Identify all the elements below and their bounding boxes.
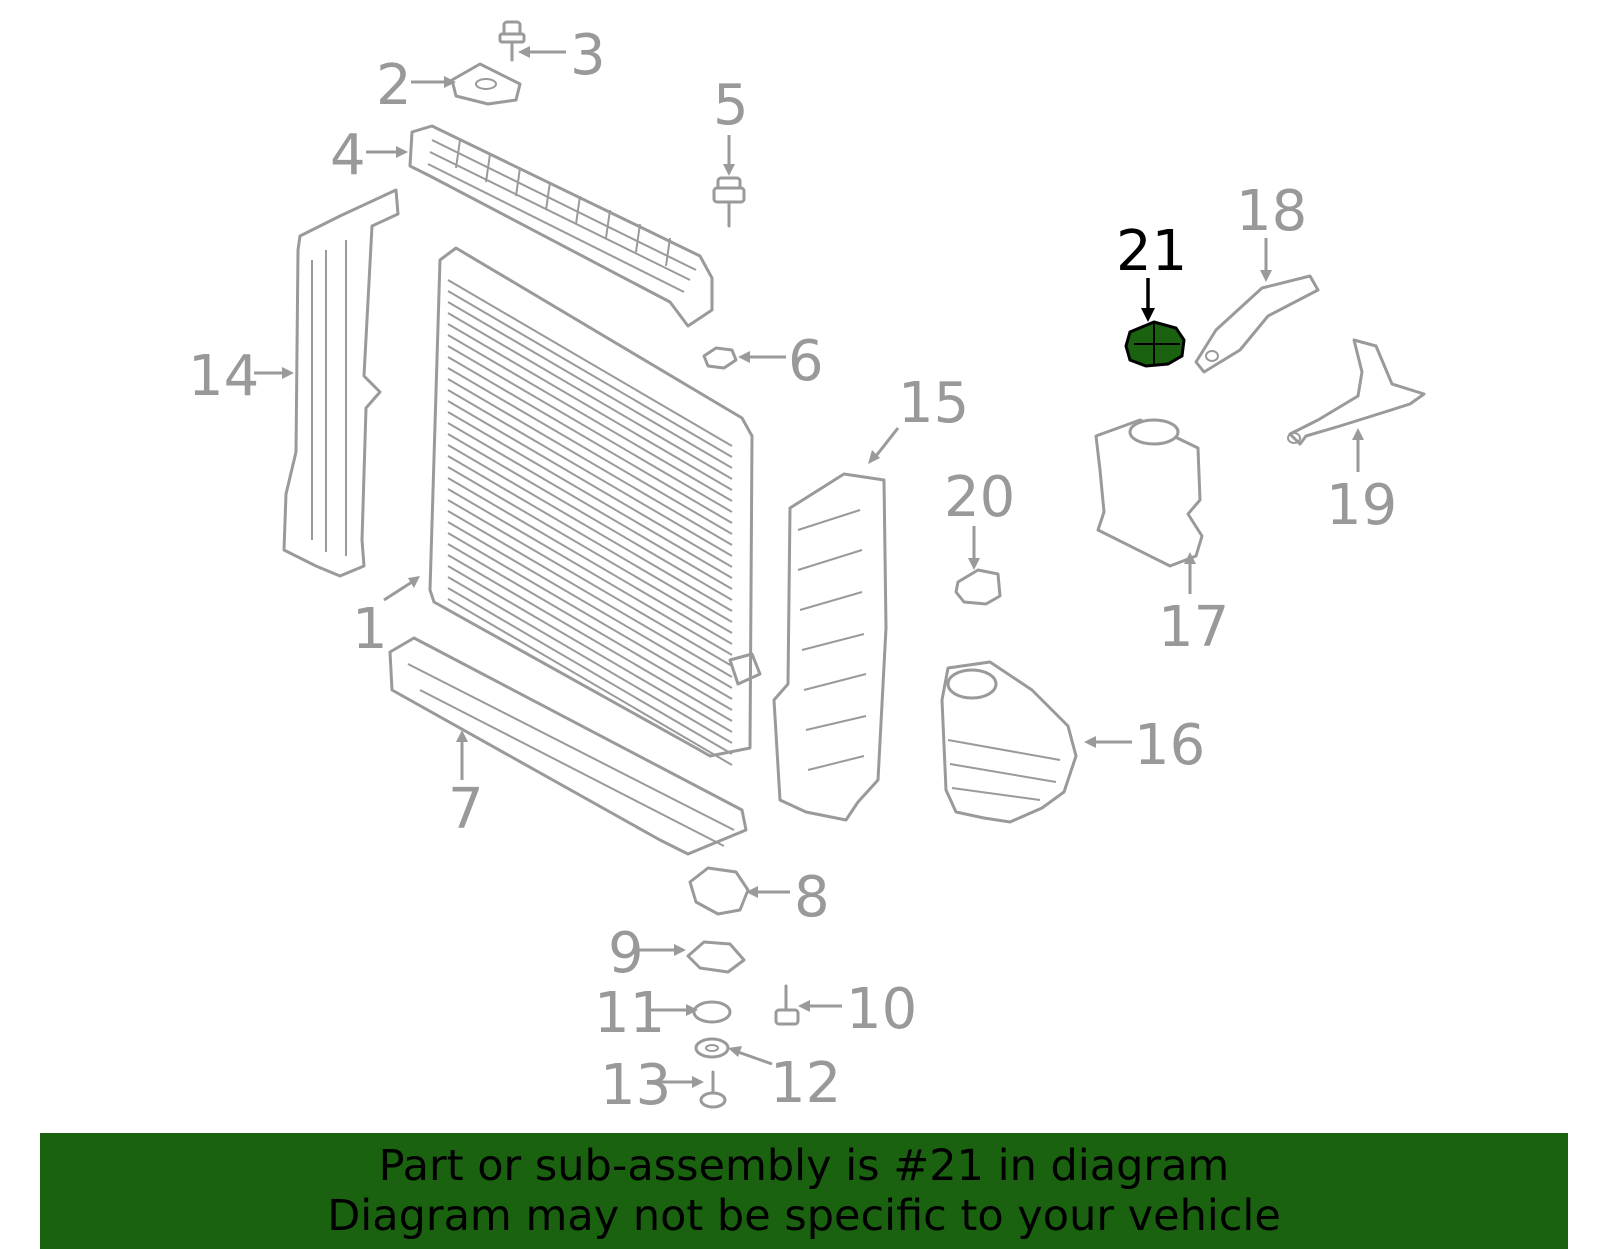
part-5-bolt — [712, 176, 746, 228]
part-1-radiator — [428, 246, 762, 766]
part-11-washer — [692, 1000, 732, 1024]
part-16-reservoir — [940, 660, 1078, 824]
radiator-fin — [447, 356, 733, 524]
callout-labels: 1 2 3 4 5 6 7 8 9 10 11 12 13 14 15 16 1… — [188, 23, 1397, 1118]
part-14-side-baffle — [282, 188, 400, 578]
callout-16: 16 — [1134, 713, 1205, 778]
radiator-fin — [447, 576, 733, 744]
radiator-fin — [447, 378, 733, 546]
callout-11: 11 — [594, 981, 665, 1046]
radiator-fin — [447, 543, 733, 711]
radiator-fin — [447, 301, 733, 469]
radiator-fin — [447, 488, 733, 656]
callout-6: 6 — [788, 329, 824, 394]
radiator-fin — [447, 598, 733, 766]
part-7-lower-support — [388, 636, 748, 856]
callout-12: 12 — [770, 1051, 841, 1116]
part-8-clip — [688, 866, 750, 916]
callout-8: 8 — [794, 865, 830, 930]
part-9-clip — [686, 940, 746, 974]
part-21-highlighted-cap — [1124, 320, 1186, 368]
radiator-fin — [447, 279, 733, 447]
radiator-fin — [447, 312, 733, 480]
callout-3: 3 — [570, 23, 606, 88]
radiator-fin — [447, 532, 733, 700]
callout-21-highlighted: 21 — [1116, 219, 1187, 284]
part-20-cap — [954, 568, 1002, 606]
radiator-fin — [447, 499, 733, 667]
part-18-bracket — [1194, 274, 1320, 374]
part-10-bolt — [774, 984, 800, 1026]
radiator-fin — [447, 433, 733, 601]
radiator-fin — [447, 554, 733, 722]
radiator-fin — [447, 510, 733, 678]
part-3-bolt — [498, 20, 526, 62]
radiator-fin — [447, 444, 733, 612]
part-2-mount-plate — [450, 62, 522, 106]
radiator-fin — [447, 422, 733, 590]
callout-10: 10 — [846, 977, 917, 1042]
callout-19: 19 — [1326, 473, 1397, 538]
callout-5: 5 — [713, 73, 749, 138]
radiator-fin — [447, 400, 733, 568]
callout-14: 14 — [188, 344, 259, 409]
radiator-fin — [447, 466, 733, 634]
radiator-fin — [447, 587, 733, 755]
callout-2: 2 — [376, 53, 412, 118]
radiator-fin — [447, 334, 733, 502]
part-4-upper-support — [408, 124, 714, 328]
banner-line-2: Diagram may not be specific to your vehi… — [327, 1191, 1281, 1241]
info-banner: Part or sub-assembly is #21 in diagram D… — [40, 1133, 1568, 1249]
callout-7: 7 — [448, 777, 484, 842]
part-19-bracket — [1287, 338, 1426, 446]
leader-arrows — [254, 46, 1364, 1088]
radiator-fin — [447, 323, 733, 491]
part-12-washer — [694, 1037, 730, 1059]
radiator-fin — [447, 521, 733, 689]
part-17-expansion-tank — [1094, 418, 1204, 568]
radiator-fin — [447, 389, 733, 557]
radiator-fin — [447, 290, 733, 458]
radiator-fin — [447, 565, 733, 733]
part-15-side-duct — [772, 472, 888, 822]
callout-13: 13 — [600, 1053, 671, 1118]
callout-17: 17 — [1158, 595, 1229, 660]
radiator-fin — [447, 455, 733, 623]
radiator-fin — [447, 477, 733, 645]
part-13-bolt — [699, 1070, 727, 1109]
callout-4: 4 — [330, 123, 366, 188]
radiator-fin — [447, 411, 733, 579]
radiator-fin — [447, 367, 733, 535]
callout-18: 18 — [1236, 179, 1307, 244]
callout-9: 9 — [608, 921, 644, 986]
part-6-nut — [702, 346, 738, 370]
callout-15: 15 — [898, 371, 969, 436]
radiator-fin — [447, 345, 733, 513]
banner-line-1: Part or sub-assembly is #21 in diagram — [378, 1141, 1230, 1191]
callout-20: 20 — [944, 465, 1015, 530]
callout-1: 1 — [352, 597, 388, 662]
